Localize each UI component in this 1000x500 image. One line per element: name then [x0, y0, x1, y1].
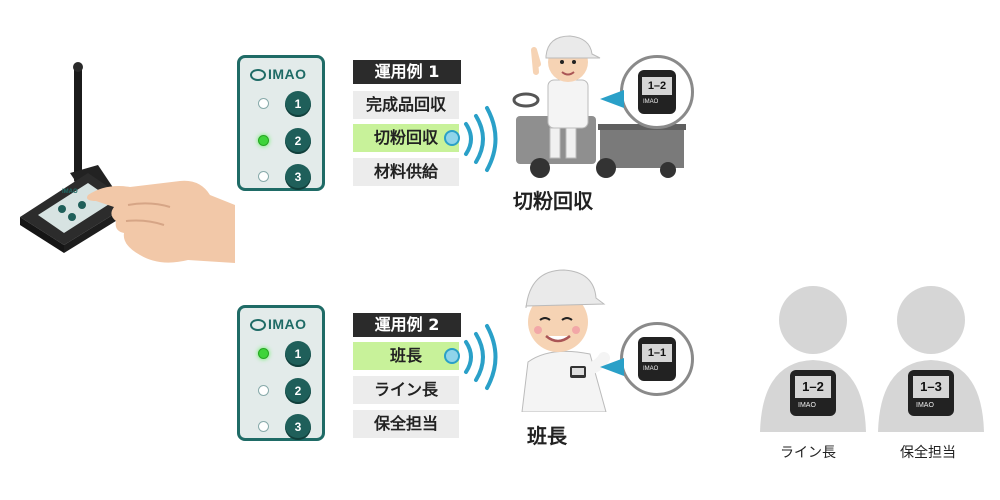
example-2-option-1: 班長 [353, 342, 459, 370]
transmitter-device-illustration: IMAO [20, 62, 235, 263]
signal-waves-icon [464, 324, 498, 390]
device-brand: IMAO [62, 189, 78, 195]
hand [87, 180, 235, 263]
indicator-led-icon [258, 421, 269, 432]
team-leader-illustration [521, 269, 610, 412]
example-1-option-3: 材料供給 [353, 158, 459, 186]
indicator-led-icon [258, 171, 269, 182]
signal-waves-icon [464, 106, 498, 172]
panel-row-2[interactable]: 2 [258, 378, 320, 404]
panel-row-3[interactable]: 3 [258, 414, 320, 440]
indicator-led-icon [258, 98, 269, 109]
imao-logo-icon [250, 69, 266, 81]
wristwatch-pager-icon: 1–1 IMAO [638, 337, 676, 381]
watch-display: 1–3 [913, 376, 949, 398]
bubble-pointer [600, 358, 624, 376]
call-button-1[interactable]: 1 [285, 91, 311, 117]
call-button-3[interactable]: 3 [285, 164, 311, 190]
example-2-option-3: 保全担当 [353, 410, 459, 438]
call-button-3[interactable]: 3 [285, 414, 311, 440]
watch-display: 1–1 [642, 344, 672, 362]
watch-bubble-2: 1–1 IMAO [620, 322, 694, 396]
forklift-worker-illustration [512, 35, 686, 178]
watch-brand: IMAO [643, 366, 659, 372]
silhouette-watch-2: 1–3 IMAO [908, 370, 954, 416]
example-2-option-2: ライン長 [353, 376, 459, 404]
example-1-option-1: 完成品回収 [353, 91, 459, 119]
call-button-2[interactable]: 2 [285, 378, 311, 404]
call-button-1[interactable]: 1 [285, 341, 311, 367]
indicator-led-on-icon [258, 135, 269, 146]
signal-source-dot [444, 130, 460, 146]
panel-row-3[interactable]: 3 [258, 164, 320, 190]
indicator-led-icon [258, 385, 269, 396]
brand-logo: IMAO [250, 316, 307, 332]
antenna [74, 65, 82, 183]
example-1-caption: 切粉回収 [513, 189, 593, 213]
signal-source-dot [444, 348, 460, 364]
indicator-led-on-icon [258, 348, 269, 359]
example-1-option-2: 切粉回収 [353, 124, 459, 152]
brand-logo: IMAO [250, 66, 307, 82]
example-1-title: 運用例 1 [353, 60, 461, 84]
example-2-caption: 班長 [527, 424, 567, 448]
watch-bubble-1: 1–2 IMAO [620, 55, 694, 129]
line-leader-label: ライン長 [780, 445, 836, 461]
bubble-pointer [600, 90, 624, 108]
watch-display: 1–2 [642, 77, 672, 95]
watch-display: 1–2 [795, 376, 831, 398]
example-2-title: 運用例 2 [353, 313, 461, 337]
control-panel-2: IMAO 1 2 3 [237, 305, 325, 441]
control-panel-1: IMAO 1 2 3 [237, 55, 325, 191]
call-button-2[interactable]: 2 [285, 128, 311, 154]
watch-brand: IMAO [916, 402, 934, 409]
maintenance-label: 保全担当 [900, 445, 956, 461]
silhouette-watch-1: 1–2 IMAO [790, 370, 836, 416]
watch-brand: IMAO [798, 402, 816, 409]
panel-row-2[interactable]: 2 [258, 128, 320, 154]
panel-row-1[interactable]: 1 [258, 91, 320, 117]
wristwatch-pager-icon: 1–2 IMAO [638, 70, 676, 114]
watch-brand: IMAO [643, 99, 659, 105]
imao-logo-icon [250, 319, 266, 331]
panel-row-1[interactable]: 1 [258, 341, 320, 367]
